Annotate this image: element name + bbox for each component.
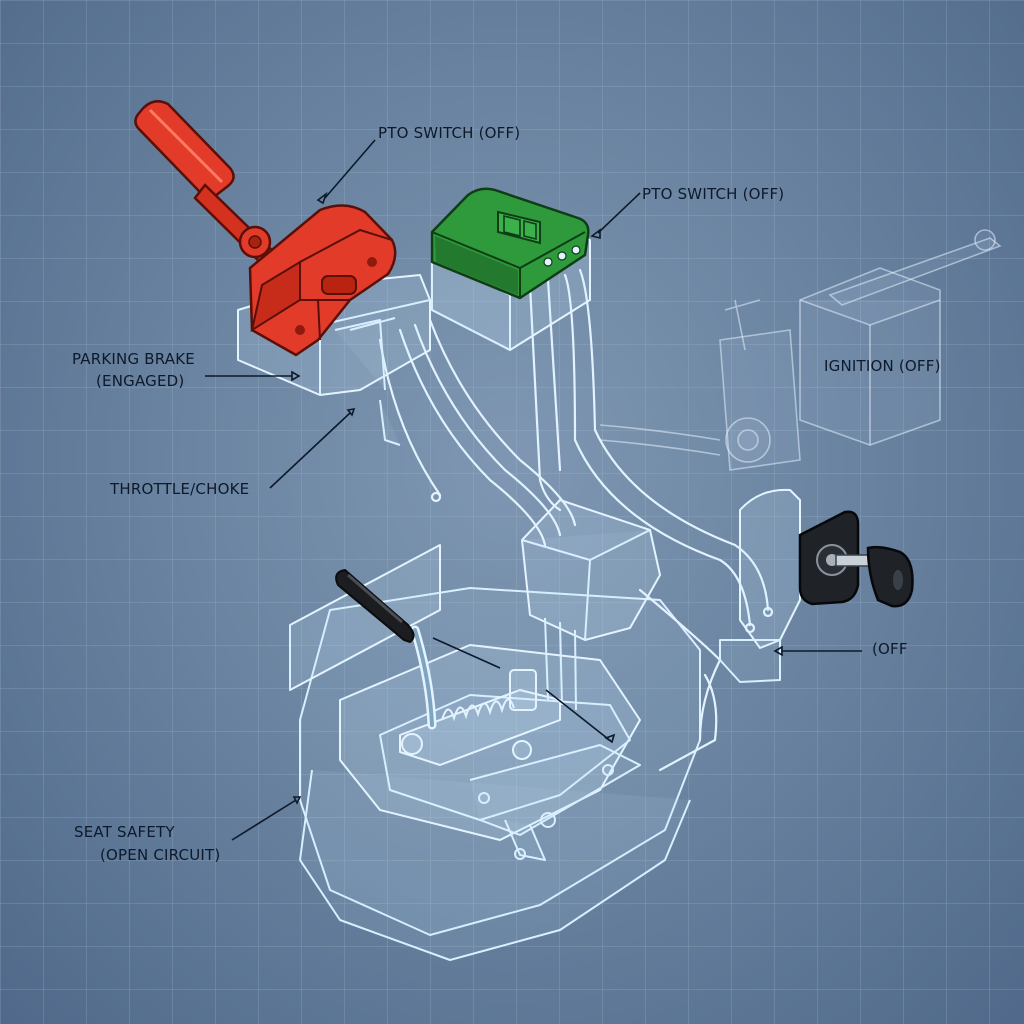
pto-switch[interactable] <box>430 187 591 351</box>
seat-safety-state-label: (OPEN CIRCUIT) <box>100 846 221 864</box>
parking-brake-lever[interactable] <box>134 100 397 357</box>
throttle-choke-label: THROTTLE/CHOKE <box>110 480 250 498</box>
junction-box <box>521 499 661 711</box>
ignition-ghost-assembly <box>599 229 1002 471</box>
key-off-label: (OFF <box>872 640 908 658</box>
leader-seat-safety <box>231 799 297 841</box>
wiring-harness <box>378 268 774 772</box>
seat-safety-housing <box>289 544 701 961</box>
leader-pto-right <box>597 192 641 234</box>
pto-switch-label-top: PTO SWITCH (OFF) <box>378 124 521 142</box>
seat-safety-label: SEAT SAFETY <box>74 823 175 841</box>
ignition-key-switch[interactable] <box>719 488 914 683</box>
leader-throttle <box>269 412 351 489</box>
throttle-lever[interactable] <box>335 568 437 730</box>
pto-switch-label-right: PTO SWITCH (OFF) <box>642 185 785 203</box>
leader-lines <box>205 139 862 841</box>
parking-brake-label: PARKING BRAKE <box>72 350 195 368</box>
leader-spring-b <box>545 689 613 743</box>
leader-pto-top <box>324 139 376 199</box>
parking-brake-state-label: (ENGAGED) <box>96 372 185 390</box>
seat-switch-spring <box>399 669 561 766</box>
ignition-label: IGNITION (OFF) <box>824 357 941 375</box>
leader-spring-a <box>432 637 501 669</box>
